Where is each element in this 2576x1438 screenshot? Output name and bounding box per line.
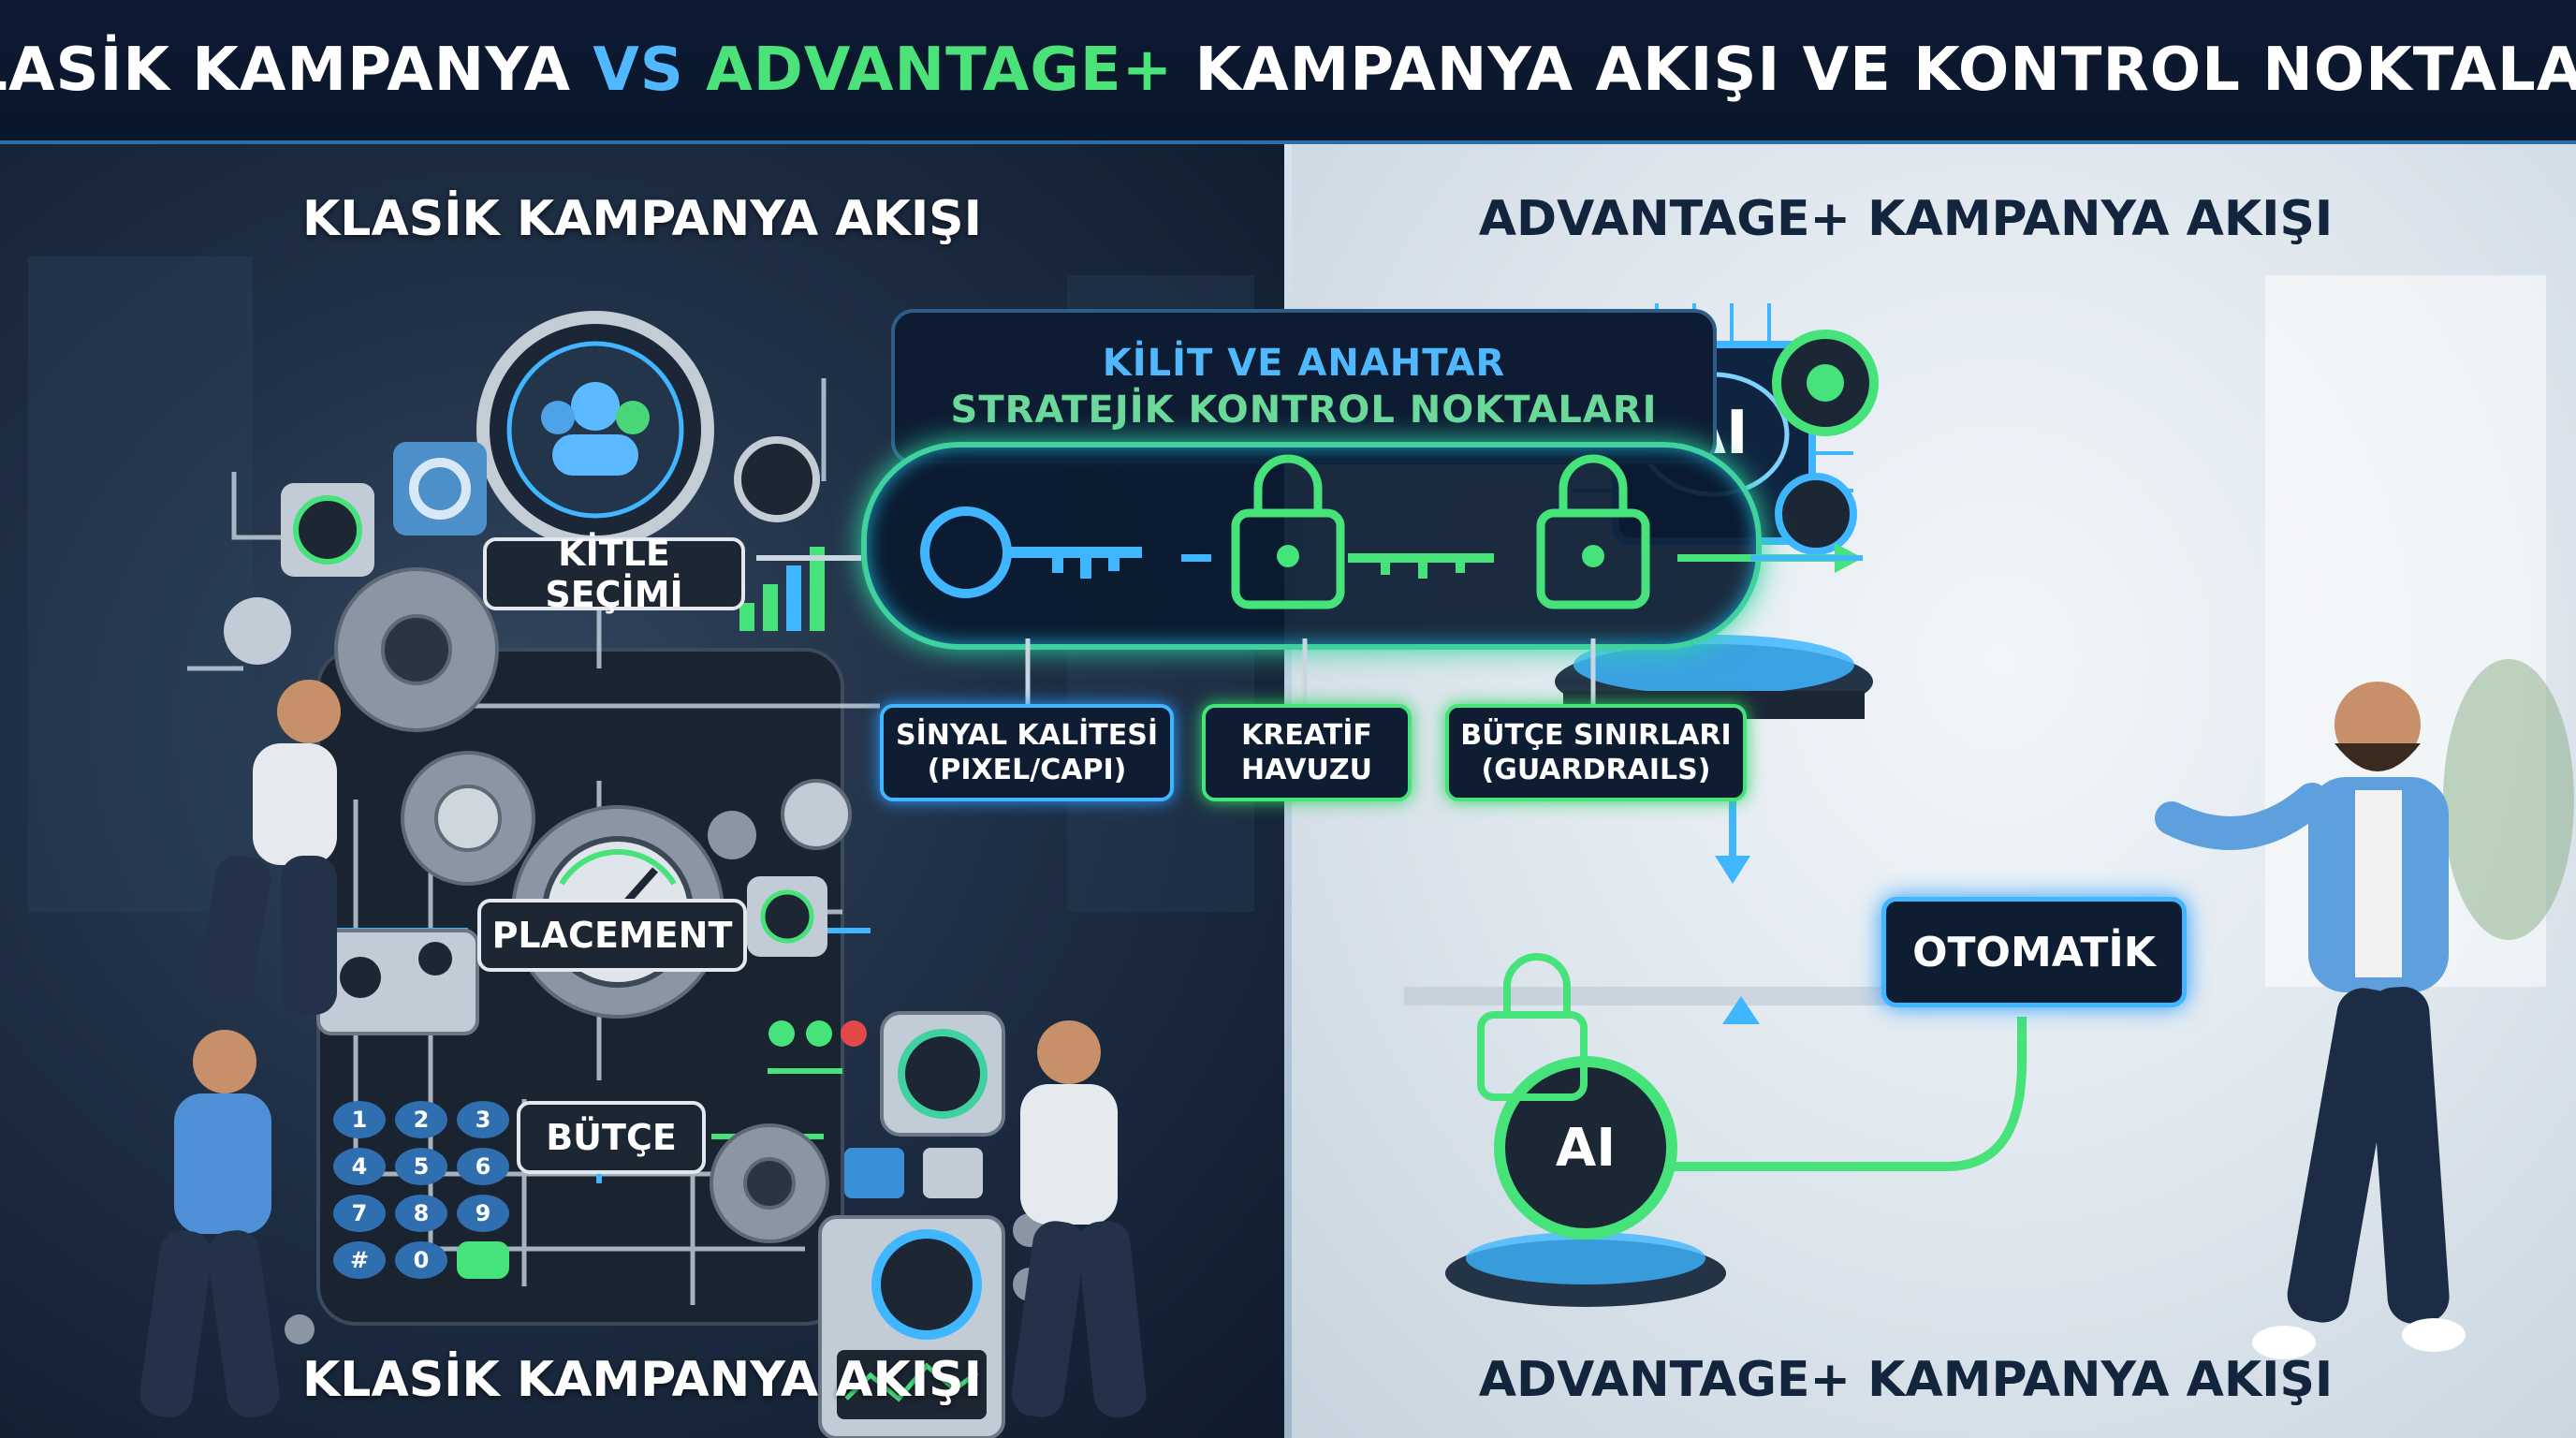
arrow-head (1722, 996, 1760, 1024)
loop-line-green (1563, 1017, 2027, 1171)
plant-shape (2443, 659, 2574, 940)
tag-sinyal-kalitesi: SİNYAL KALİTESİ (PIXEL/CAPI) (880, 704, 1174, 801)
settings-tile-icon (393, 442, 487, 536)
keypad-key[interactable]: 4 (333, 1148, 386, 1185)
tag-kreatif-havuzu: KREATİF HAVUZU (1202, 704, 1412, 801)
left-bottom-title: KLASİK KAMPANYA AKIŞI (302, 1352, 982, 1408)
keypad-key[interactable]: 2 (395, 1101, 447, 1138)
gauge-icon (734, 436, 820, 522)
mini-gauge-icon (923, 1148, 983, 1198)
worker-figure-top-left (197, 680, 341, 1015)
indicator-light (768, 1020, 795, 1047)
keypad-green-key[interactable] (457, 1241, 509, 1279)
key-lock-capsule (861, 442, 1762, 650)
gear-icon (708, 811, 756, 859)
ai-gear-label: AI (1555, 1118, 1617, 1179)
butce-sinir-line1: BÜTÇE SINIRLARI (1460, 718, 1732, 752)
mini-gauge-icon (844, 1148, 904, 1198)
title-vs: VS (593, 36, 684, 105)
page-title: KLASİK KAMPANYA VS ADVANTAGE+ KAMPANYA A… (0, 36, 2576, 105)
title-part-rest: KAMPANYA AKIŞI VE KONTROL NOKTALARI (1173, 36, 2576, 105)
worker-figure-right (1011, 1020, 1147, 1417)
label-butce: BÜTÇE (517, 1101, 706, 1174)
bar-chart-icon (739, 547, 825, 631)
user-tile-icon (224, 597, 291, 665)
audience-icon-head (571, 382, 620, 431)
gear-icon (1775, 473, 1857, 555)
gear-icon (285, 1314, 315, 1344)
indicator-light (841, 1020, 867, 1047)
gear-icon (401, 751, 535, 886)
kilit-line1: KİLİT VE ANAHTAR (1102, 342, 1506, 385)
right-top-title: ADVANTAGE+ KAMPANYA AKIŞI (1478, 191, 2334, 247)
left-illustration (28, 257, 1254, 1438)
keypad-key[interactable]: 7 (333, 1195, 386, 1232)
label-kitle-secimi: KİTLE SEÇİMİ (483, 533, 745, 615)
keypad-key[interactable]: # (333, 1241, 386, 1279)
kilit-anahtar-box: KİLİT VE ANAHTAR STRATEJİK KONTROL NOKTA… (891, 309, 1717, 464)
tag-butce-sinirlari: BÜTÇE SINIRLARI (GUARDRAILS) (1445, 704, 1747, 801)
kreatif-line2: HAVUZU (1241, 754, 1372, 786)
gear-center (1807, 364, 1844, 402)
office-window-shape (28, 257, 253, 912)
title-advantage: ADVANTAGE+ (706, 36, 1174, 105)
label-otomatik: OTOMATİK (1881, 897, 2187, 1007)
keypad-key[interactable]: 5 (395, 1148, 447, 1185)
worker-figure-bottom-left (139, 1030, 280, 1417)
sinyal-line2: (PIXEL/CAPI) (927, 754, 1127, 786)
audience-icon-head (616, 401, 650, 434)
audience-icon-head (541, 401, 575, 434)
keypad-key[interactable]: 1 (333, 1101, 386, 1138)
indicator-light (806, 1020, 832, 1047)
right-bottom-title: ADVANTAGE+ KAMPANYA AKIŞI (1478, 1352, 2334, 1408)
keypad-key[interactable]: 9 (457, 1195, 509, 1232)
sinyal-line1: SİNYAL KALİTESİ (896, 718, 1158, 752)
kreatif-line1: KREATİF (1241, 718, 1372, 752)
keypad-key[interactable]: 3 (457, 1101, 509, 1138)
butce-sinir-line2: (GUARDRAILS) (1481, 754, 1711, 786)
kilit-line2: STRATEJİK KONTROL NOKTALARI (950, 389, 1658, 432)
gear-icon (334, 567, 499, 732)
title-space (684, 36, 706, 105)
pedestal-glow (1573, 635, 1854, 695)
left-top-title: KLASİK KAMPANYA AKIŞI (302, 191, 982, 247)
keypad-key[interactable]: 0 (395, 1241, 447, 1279)
arrow-head (1715, 856, 1750, 884)
keypad-key[interactable]: 8 (395, 1195, 447, 1232)
audience-icon-body (552, 434, 638, 476)
keypad-key[interactable]: 6 (457, 1148, 509, 1185)
label-placement: PLACEMENT (477, 899, 747, 972)
lock-icon-green (1477, 1011, 1588, 1101)
pedestal-glow (1466, 1232, 1705, 1284)
header-bar: KLASİK KAMPANYA VS ADVANTAGE+ KAMPANYA A… (0, 0, 2576, 144)
keypad: 1 2 3 4 5 6 7 8 9 # 0 (333, 1101, 520, 1279)
lock-shackle (1503, 953, 1571, 1015)
line-chart-icon (844, 1362, 979, 1402)
presenter-figure (2155, 682, 2466, 1359)
title-part-klasik: KLASİK KAMPANYA (0, 36, 571, 105)
gear-icon (710, 1123, 829, 1243)
dollar-icon (781, 779, 852, 850)
